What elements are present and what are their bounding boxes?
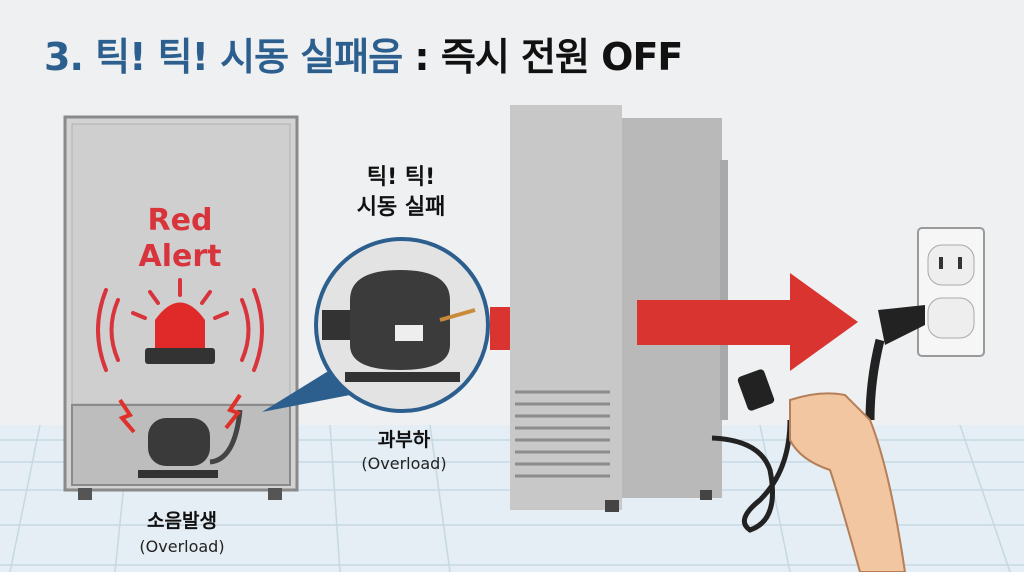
siren-icon (96, 278, 264, 372)
wall-outlet (917, 227, 985, 357)
callout-label: 틱! 틱! 시동 실패 (357, 163, 446, 223)
callout-line-2: 시동 실패 (356, 195, 446, 220)
title-action: 즉시 전원 OFF (440, 35, 684, 79)
noise-label: 소음발생 (Overload) (139, 508, 224, 560)
arrow-right-icon (637, 273, 858, 371)
alert-line-1: Red (147, 203, 213, 238)
alert-line-2: Alert (138, 239, 222, 274)
page-title: 3. 틱! 틱! 시동 실패음 : 즉시 전원 OFF (44, 26, 684, 81)
noise-sub: (Overload) (139, 537, 225, 556)
title-separator: : (414, 35, 429, 79)
power-cable (711, 305, 925, 533)
noise-main: 소음발생 (147, 510, 217, 532)
title-numbered: 3. 틱! 틱! 시동 실패음 (44, 35, 403, 79)
compressor-small (118, 393, 243, 478)
overload-label: 과부하 (Overload) (361, 428, 446, 476)
callout-line-1: 틱! 틱! (366, 165, 436, 190)
red-alert-label: Red Alert (139, 203, 222, 275)
overload-main: 과부하 (377, 429, 431, 451)
compressor-callout (262, 237, 490, 413)
overload-sub: (Overload) (361, 454, 447, 473)
